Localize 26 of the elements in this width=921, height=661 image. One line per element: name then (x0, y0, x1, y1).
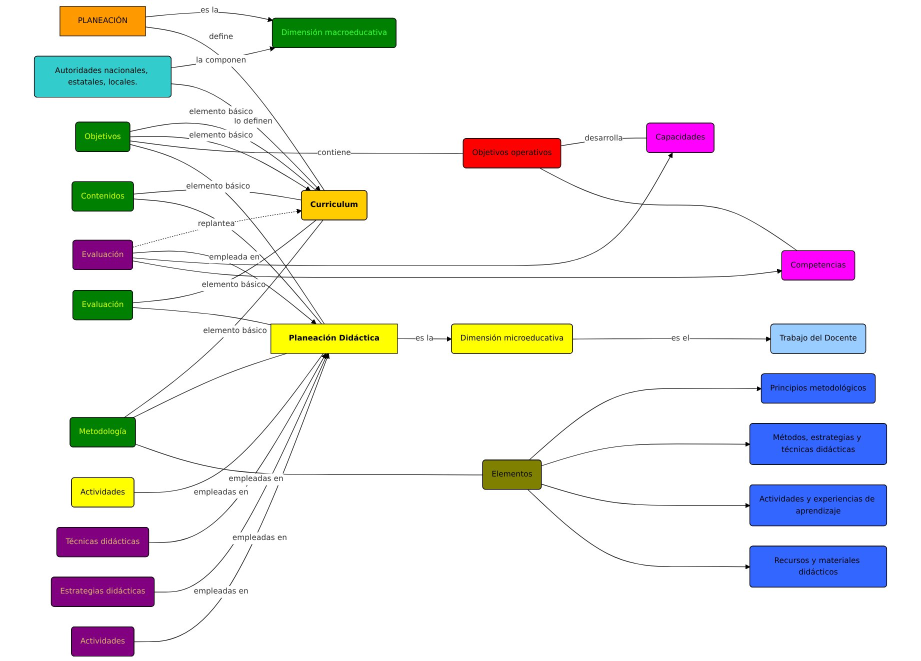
connector (133, 198, 322, 324)
connector (130, 144, 325, 324)
arrow (134, 353, 330, 642)
arrow (148, 353, 326, 543)
connector (130, 140, 464, 154)
connector (145, 26, 325, 192)
connector (134, 353, 324, 493)
arrow (132, 208, 302, 248)
arrow (541, 484, 750, 508)
connector (132, 307, 272, 326)
arrow (130, 136, 311, 192)
connector (132, 220, 316, 304)
arrow (541, 442, 750, 466)
arrow (145, 12, 273, 22)
arrow (171, 84, 320, 192)
arrow (528, 489, 750, 570)
connector (135, 444, 484, 476)
arrow (132, 250, 316, 324)
arrow (154, 353, 328, 592)
connector (540, 168, 798, 252)
arrow (171, 46, 276, 68)
arrow (132, 260, 782, 278)
arrow (528, 386, 762, 460)
connector (124, 220, 324, 418)
connector (132, 353, 287, 418)
arrow (572, 336, 772, 342)
